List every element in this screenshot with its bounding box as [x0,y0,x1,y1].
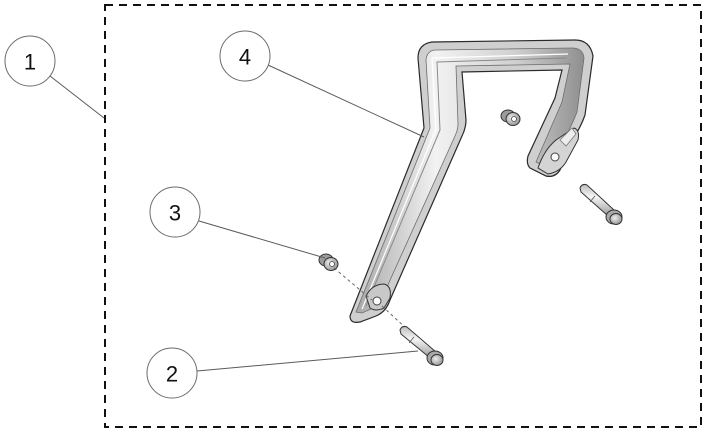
bushing [318,253,339,271]
bracket-mounting-hole [372,296,382,306]
assembly-boundary [104,4,702,428]
leader-line-4 [267,64,425,138]
bracket-mounting-hole [550,152,560,162]
leader-line-3 [198,220,326,259]
leader-line-2 [196,350,419,372]
callout-3[interactable]: 3 [149,186,201,238]
callout-label: 1 [24,50,36,75]
callout-label: 4 [239,45,251,70]
handle-bracket [349,39,594,323]
callout-1[interactable]: 1 [4,35,56,87]
callout-4[interactable]: 4 [219,30,271,82]
callout-label: 3 [169,201,181,226]
callout-2[interactable]: 2 [146,347,198,399]
bolt [579,183,623,225]
assembly-axis-line [333,267,409,331]
callout-label: 2 [166,362,178,387]
bolt [399,325,444,366]
leader-line-1 [49,75,105,119]
bushing [500,109,521,126]
